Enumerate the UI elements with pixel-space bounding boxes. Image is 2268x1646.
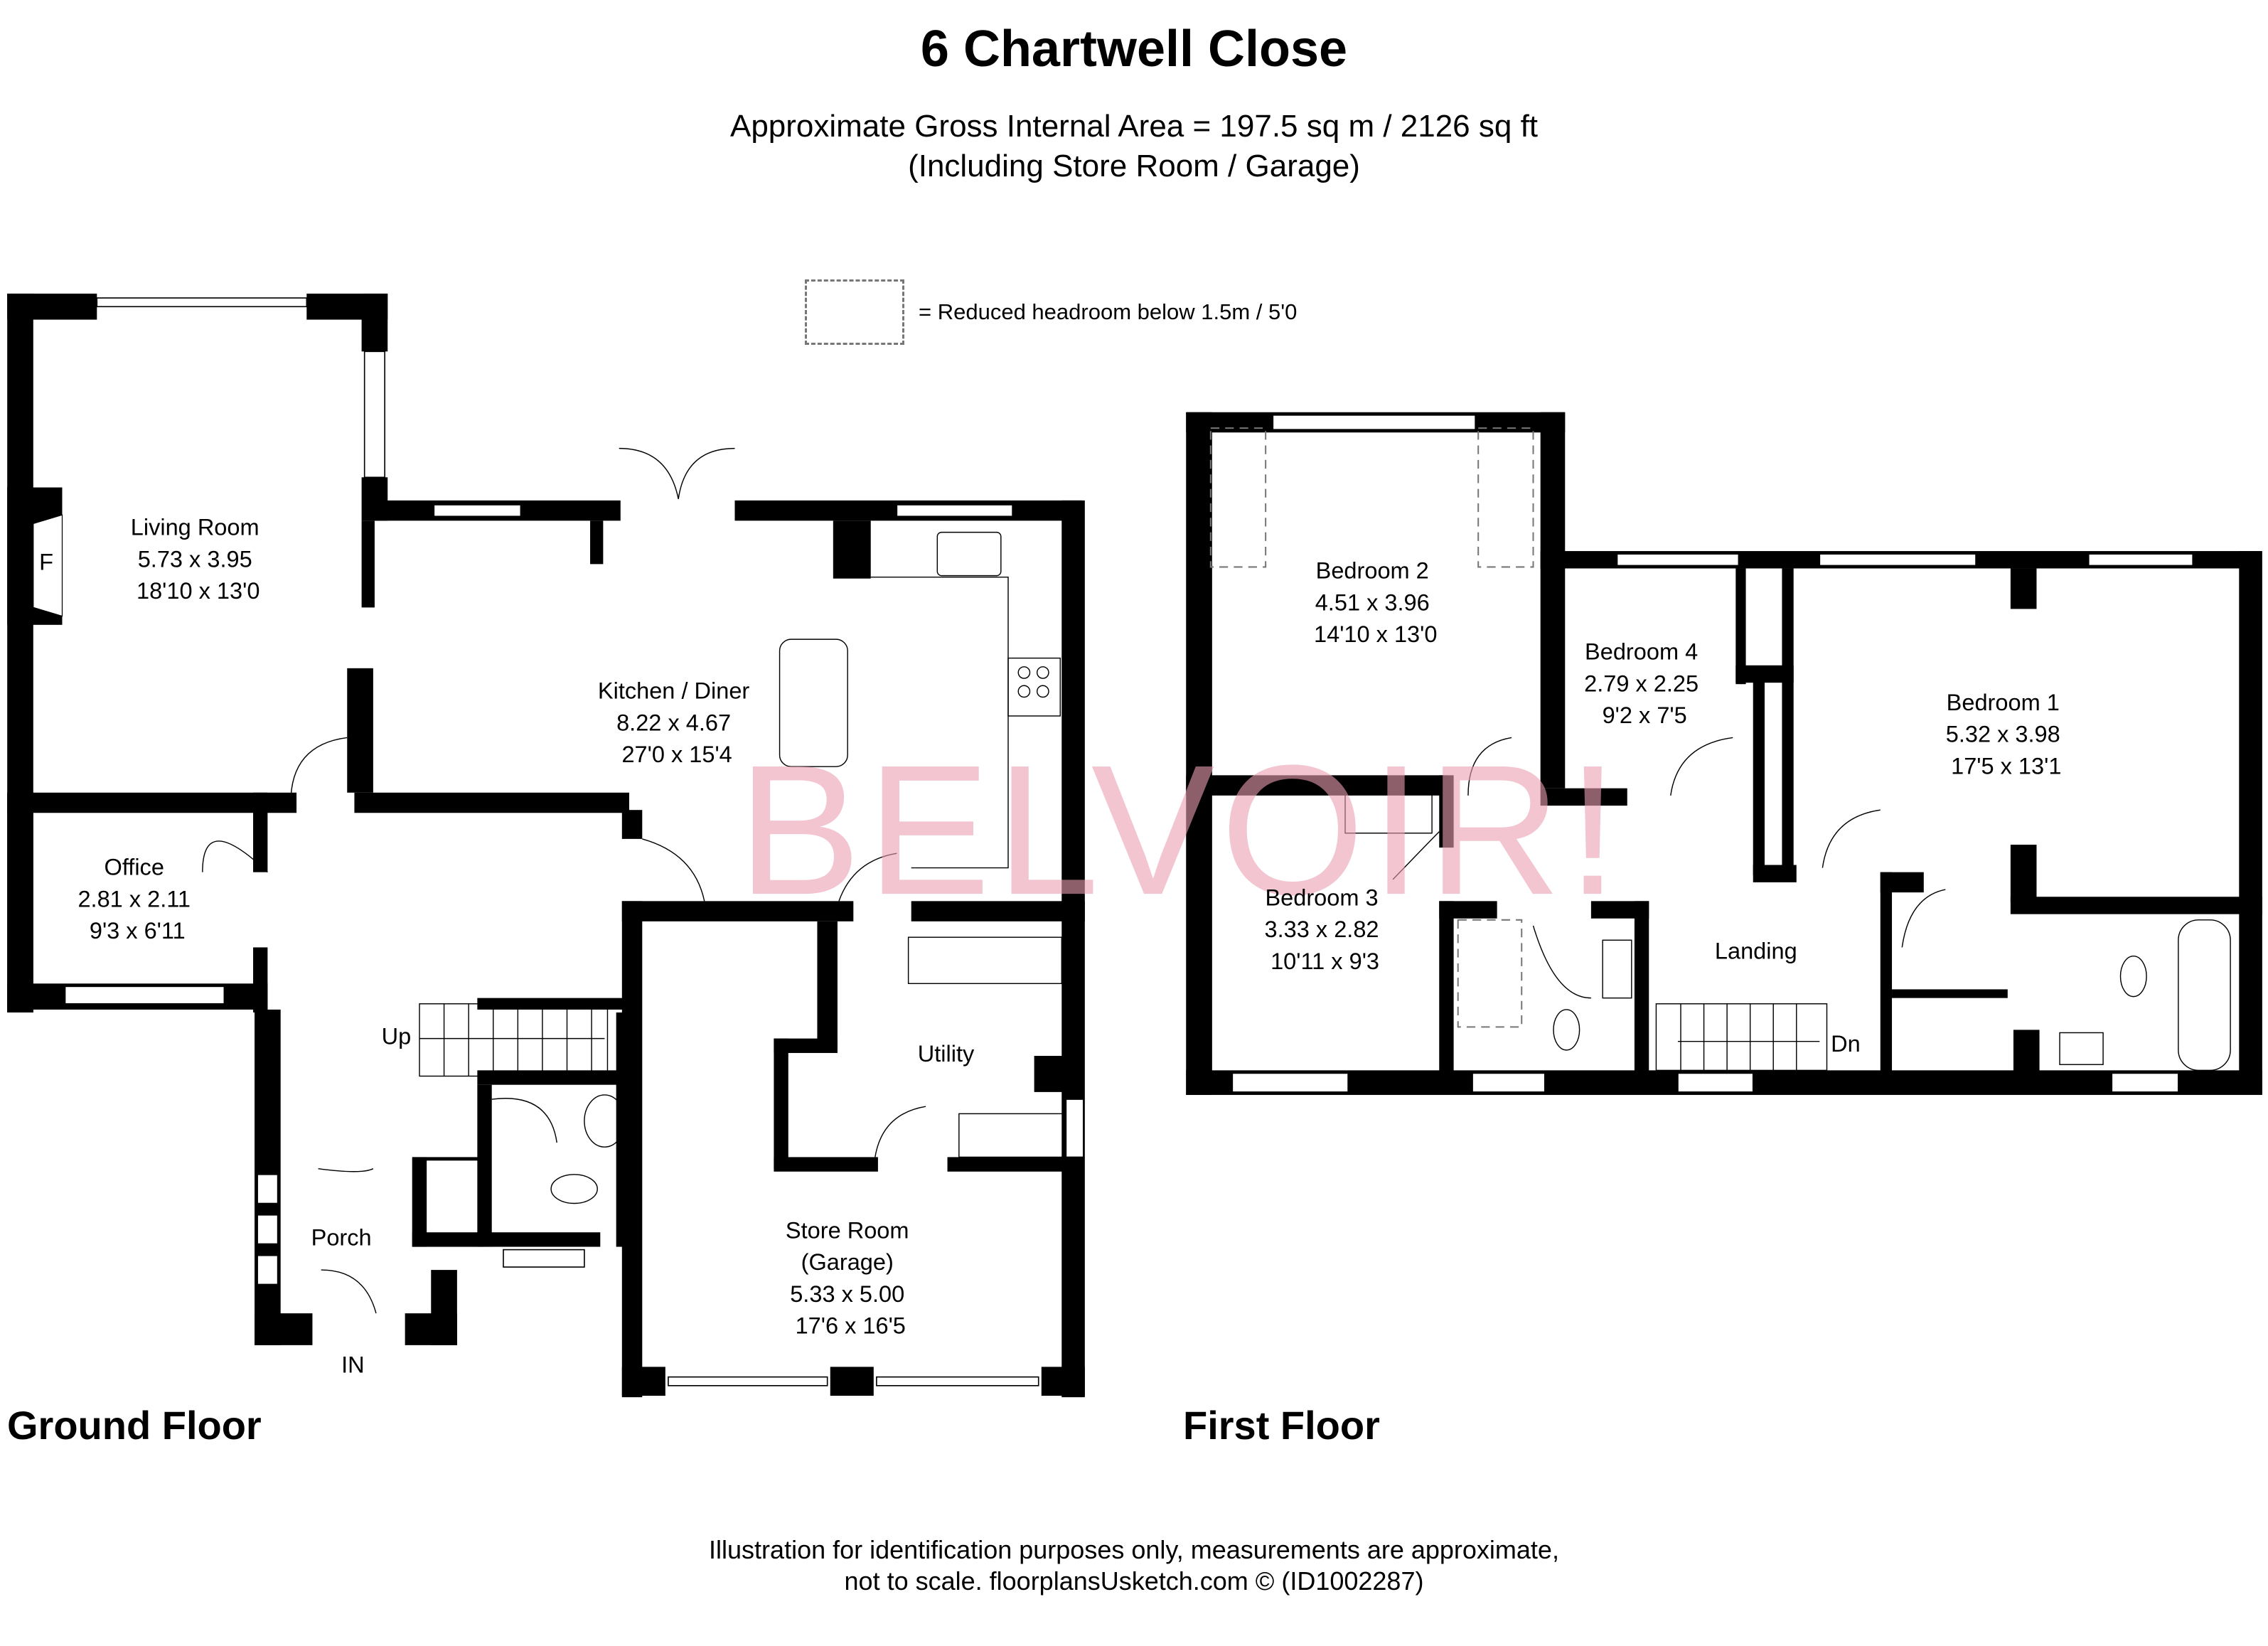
bedroom-1-label: Bedroom 1 5.32 x 3.98 17'5 x 13'1 [1946,690,2067,779]
ground-floor-plan [7,293,1085,1398]
bedroom-3-metric: 3.33 x 2.82 [1265,916,1379,942]
gross-area: Approximate Gross Internal Area = 197.5 … [729,109,1539,144]
bedroom-1-name: Bedroom 1 [1947,690,2060,715]
bedroom-1-metric: 5.32 x 3.98 [1946,722,2060,747]
living-room-label: Living Room 5.73 x 3.95 18'10 x 13'0 [131,515,266,604]
first-floor-label: First Floor [1183,1403,1380,1448]
area-summary: Approximate Gross Internal Area = 197.5 … [0,107,2268,186]
property-title: 6 Chartwell Close [920,21,1348,78]
disclaimer: Illustration for identification purposes… [0,1534,2268,1597]
entrance-label: IN [341,1352,365,1378]
stairs-up-label: Up [382,1024,412,1049]
disclaimer-line-2: not to scale. floorplansUsketch.com © (I… [844,1566,1424,1596]
bedroom-2-imperial: 14'10 x 13'0 [1314,621,1437,647]
bedroom-3-name: Bedroom 3 [1265,885,1378,910]
bedroom-1-imperial: 17'5 x 13'1 [1951,753,2061,779]
kitchen-label: Kitchen / Diner 8.22 x 4.67 27'0 x 15'4 [598,678,756,768]
bedroom-4-metric: 2.79 x 2.25 [1584,670,1699,696]
bedroom-2-name: Bedroom 2 [1316,558,1429,584]
utility-label: Utility [918,1041,975,1067]
first-floor-plan [1186,412,2262,1095]
reduced-headroom-swatch [805,279,904,345]
store-room-metric: 5.33 x 5.00 [790,1281,904,1307]
ground-floor-label: Ground Floor [7,1403,262,1448]
disclaimer-line-1: Illustration for identification purposes… [709,1535,1559,1564]
bedroom-3-imperial: 10'11 x 9'3 [1271,948,1379,974]
porch-label: Porch [311,1225,372,1251]
store-room-label: Store Room (Garage) 5.33 x 5.00 17'6 x 1… [786,1217,916,1338]
office-name: Office [105,855,164,880]
office-metric: 2.81 x 2.11 [77,886,191,912]
legend: = Reduced headroom below 1.5m / 5'0 [805,279,1297,345]
kitchen-name: Kitchen / Diner [598,678,750,704]
bedroom-4-name: Bedroom 4 [1585,639,1698,665]
landing-label: Landing [1715,939,1797,964]
living-room-imperial: 18'10 x 13'0 [137,578,260,604]
fireplace-label: F [39,550,53,575]
kitchen-imperial: 27'0 x 15'4 [621,742,732,767]
area-note: (Including Store Room / Garage) [908,149,1360,183]
store-room-sub: (Garage) [801,1249,894,1275]
watermark: BELVOIR! [738,727,1625,934]
office-imperial: 9'3 x 6'11 [90,918,186,944]
bedroom-4-imperial: 9'2 x 7'5 [1603,702,1687,728]
bedroom-2-metric: 4.51 x 3.96 [1315,589,1430,615]
store-room-imperial: 17'6 x 16'5 [796,1313,906,1339]
stairs-down-label: Dn [1831,1031,1861,1057]
store-room-name: Store Room [786,1217,909,1243]
office-label: Office 2.81 x 2.11 9'3 x 6'11 [77,855,197,944]
living-room-name: Living Room [131,515,260,540]
living-room-metric: 5.73 x 3.95 [138,546,252,572]
kitchen-metric: 8.22 x 4.67 [616,710,731,735]
legend-text: = Reduced headroom below 1.5m / 5'0 [919,299,1298,324]
bedroom-3-label: Bedroom 3 3.33 x 2.82 10'11 x 9'3 [1265,885,1386,974]
bedroom-4-label: Bedroom 4 2.79 x 2.25 9'2 x 7'5 [1584,639,1705,729]
bedroom-2-label: Bedroom 2 4.51 x 3.96 14'10 x 13'0 [1314,558,1437,648]
